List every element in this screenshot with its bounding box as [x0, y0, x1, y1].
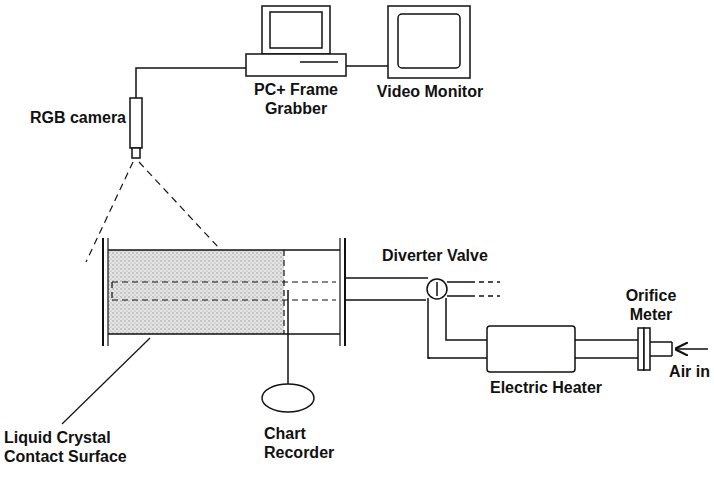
leader-line [62, 338, 150, 424]
monitor-label: Video Monitor [368, 82, 492, 101]
surface-label: Liquid Crystal Contact Surface [4, 428, 154, 466]
air-inlet-label: Air in [652, 362, 710, 381]
valve-label: Diverter Valve [382, 246, 522, 265]
test-section [103, 238, 345, 346]
pipework [345, 278, 500, 358]
air-flow-arrow [676, 348, 708, 350]
video-monitor [388, 6, 470, 78]
chart-recorder [262, 290, 314, 412]
pc-computer [246, 6, 346, 76]
recorder-label: Chart Recorder [264, 424, 364, 462]
pc-label: PC+ Frame Grabber [236, 80, 356, 118]
monitor-cable [346, 65, 388, 67]
orifice-meter [638, 328, 672, 370]
electric-heater [487, 326, 638, 372]
orifice-label: Orifice Meter [606, 286, 696, 324]
heater-label: Electric Heater [476, 378, 616, 397]
camera-label: RGB camera [4, 108, 126, 127]
rgb-camera [130, 98, 142, 158]
camera-cable [136, 68, 246, 98]
